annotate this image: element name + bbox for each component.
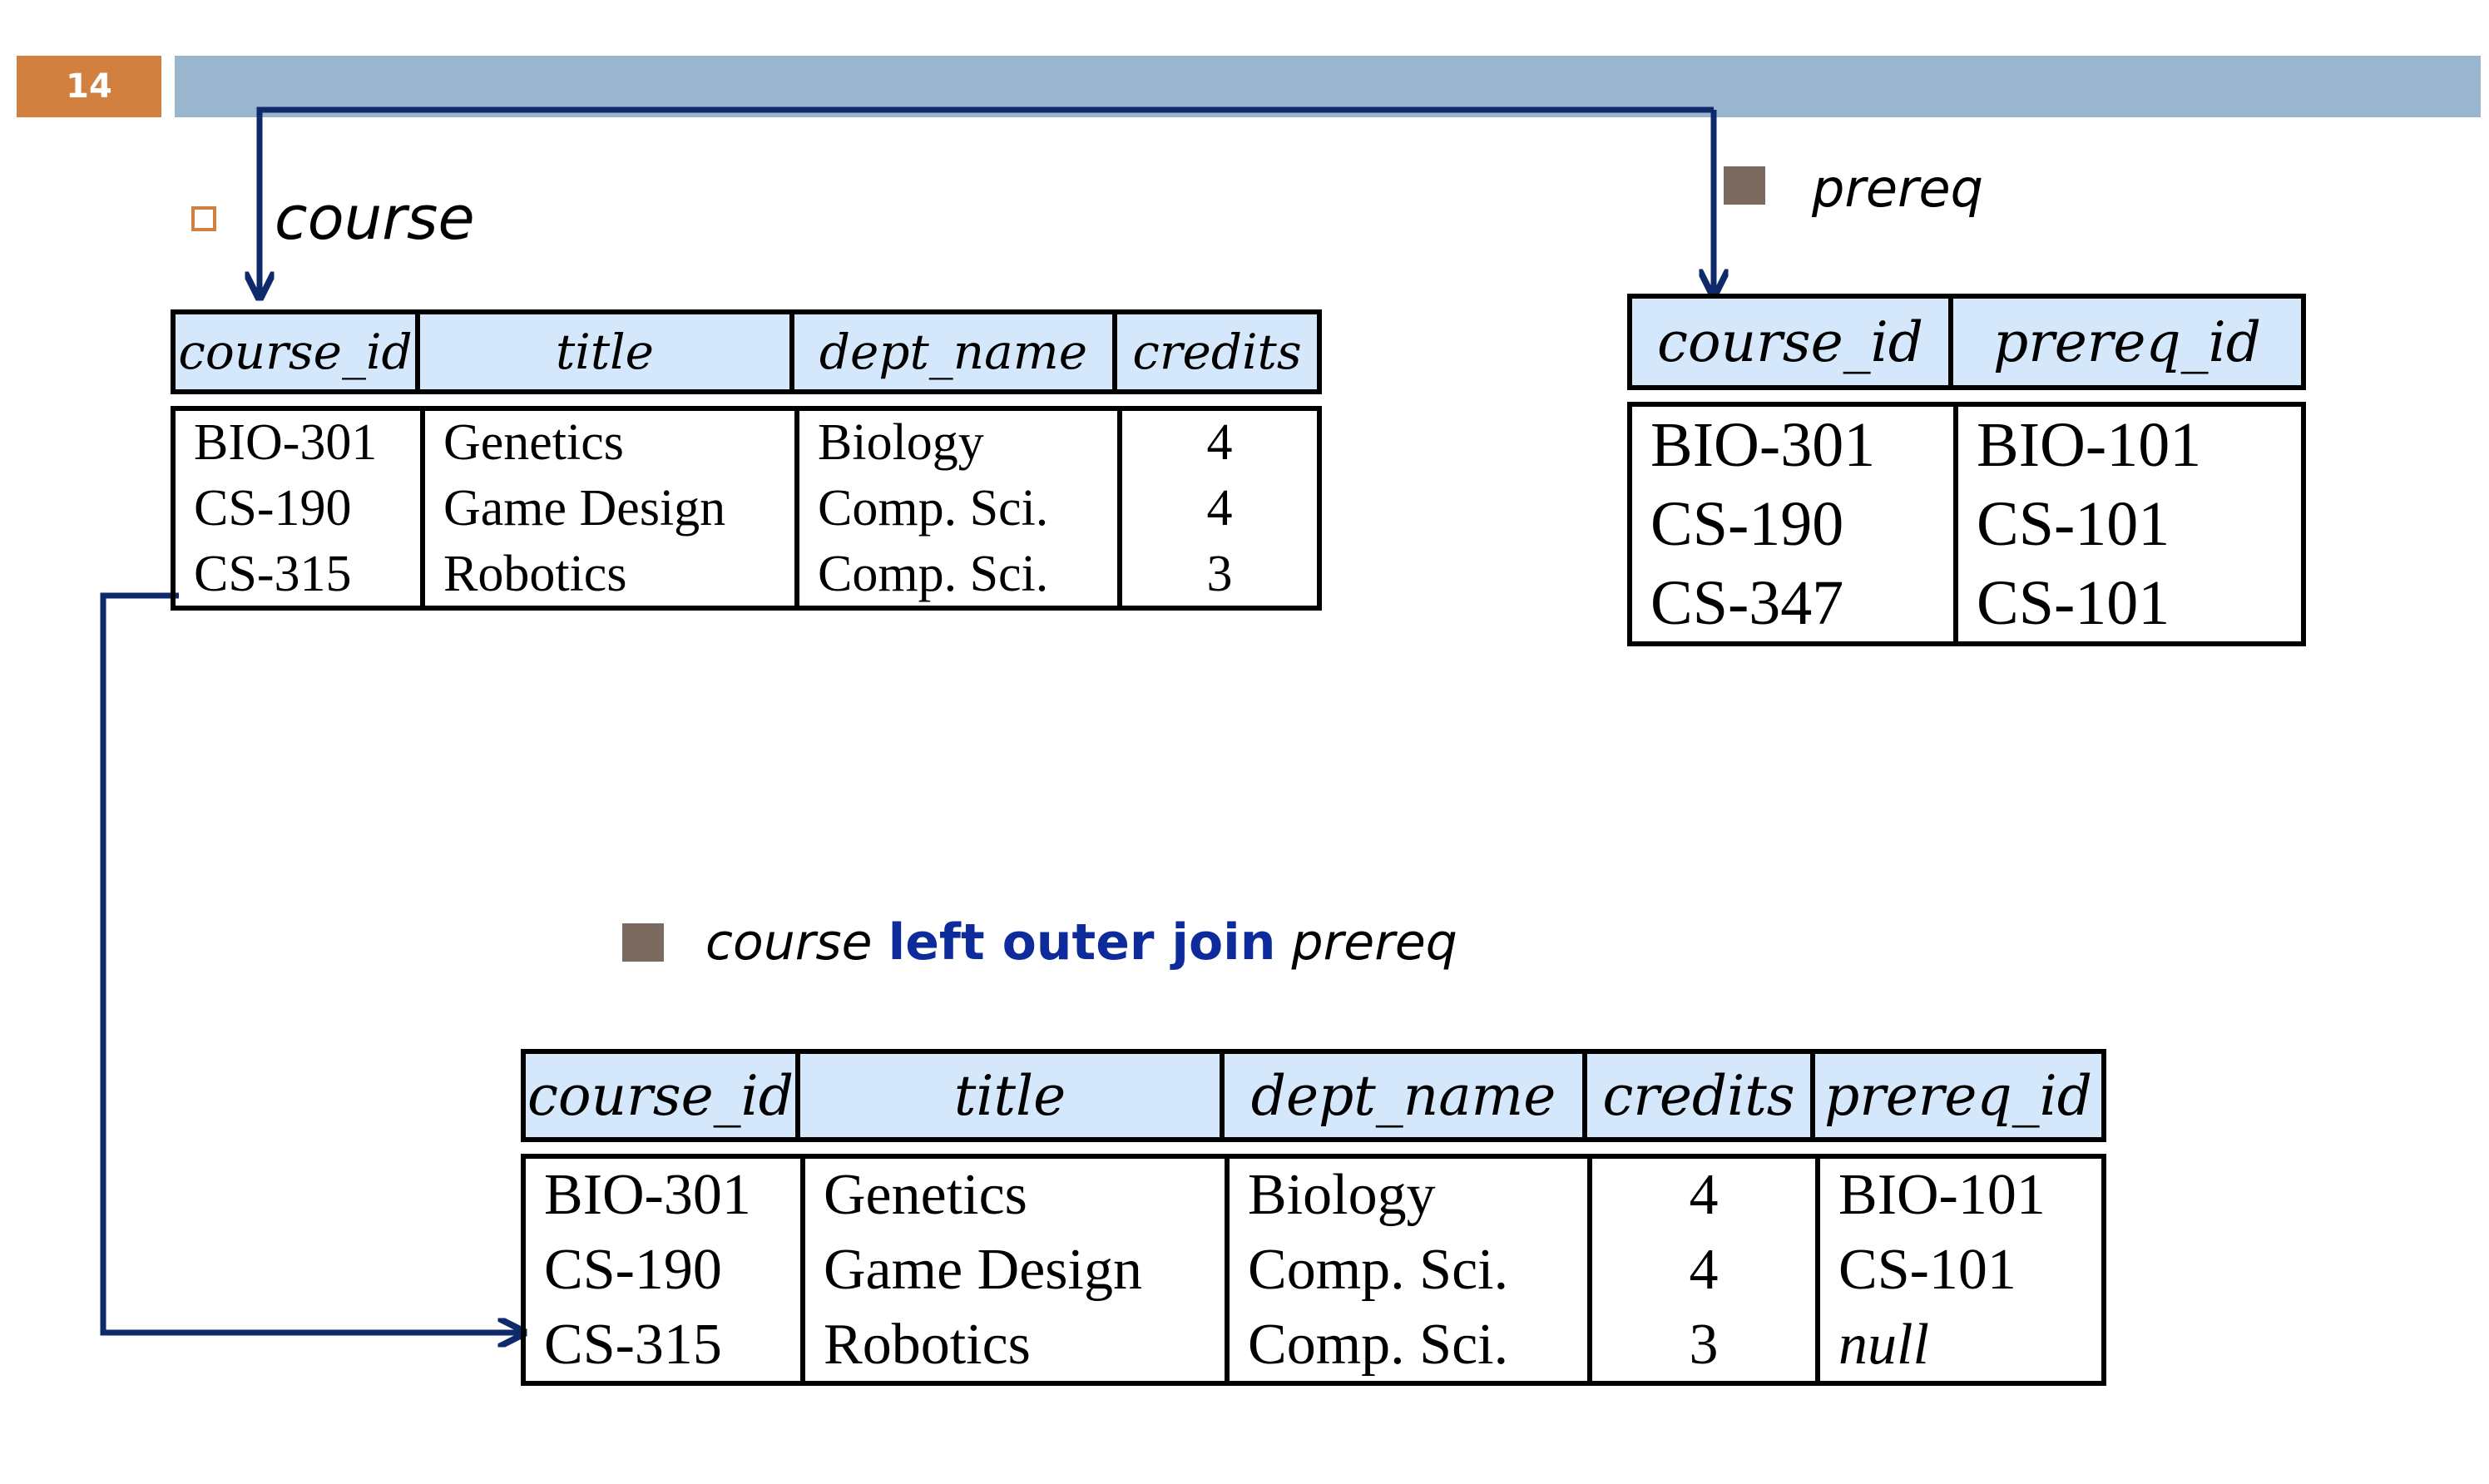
table-cell: Biology — [1225, 1154, 1587, 1231]
hollow-square-bullet-icon — [191, 206, 216, 231]
arrow-course-to-result — [100, 592, 524, 1333]
table-row: CS-347 CS-101 — [1627, 565, 2306, 646]
table-cell: 3 — [1587, 1308, 1815, 1386]
table-cell: CS-101 — [1815, 1231, 2106, 1308]
column-header: title — [800, 1049, 1225, 1142]
table-cell: 3 — [1117, 542, 1322, 611]
table-row: BIO-301 BIO-101 — [1627, 402, 2306, 483]
column-header: dept_name — [1225, 1049, 1587, 1142]
table-cell: Comp. Sci. — [1225, 1308, 1587, 1386]
table-cell: CS-101 — [1953, 483, 2306, 565]
course-table: course_id title dept_name credits BIO-30… — [171, 309, 1322, 611]
column-header: dept_name — [794, 309, 1117, 394]
join-right-operand: prereq — [1291, 913, 1457, 972]
table-header-row: course_id prereq_id — [1627, 294, 2306, 390]
null-cell: null — [1815, 1308, 2106, 1386]
table-cell: CS-190 — [1627, 483, 1953, 565]
table-row: CS-315 Robotics Comp. Sci. 3 null — [521, 1308, 2106, 1386]
table-row: CS-315 Robotics Comp. Sci. 3 — [171, 542, 1322, 611]
table-cell: CS-190 — [171, 474, 420, 542]
column-header: credits — [1117, 309, 1322, 394]
slide-number: 14 — [17, 56, 161, 117]
table-cell: BIO-301 — [171, 406, 420, 474]
solid-square-bullet-icon — [1724, 166, 1765, 205]
table-row: BIO-301 Genetics Biology 4 BIO-101 — [521, 1154, 2106, 1231]
table-cell: Genetics — [420, 406, 794, 474]
table-cell: Game Design — [420, 474, 794, 542]
table-cell: BIO-101 — [1953, 402, 2306, 483]
prereq-label: prereq — [1812, 158, 1983, 219]
join-operator: left outer join — [888, 913, 1276, 972]
table-cell: BIO-301 — [1627, 402, 1953, 483]
table-cell: CS-101 — [1953, 565, 2306, 646]
column-header: course_id — [1627, 294, 1953, 390]
table-cell: Robotics — [420, 542, 794, 611]
table-cell: 4 — [1117, 406, 1322, 474]
table-row: BIO-301 Genetics Biology 4 — [171, 406, 1322, 474]
arrow-header-to-course — [260, 106, 1714, 298]
table-cell: Comp. Sci. — [794, 542, 1117, 611]
table-cell: Game Design — [800, 1231, 1225, 1308]
table-row: CS-190 CS-101 — [1627, 483, 2306, 565]
table-cell: Comp. Sci. — [1225, 1231, 1587, 1308]
table-cell: 4 — [1587, 1231, 1815, 1308]
course-label: course — [275, 183, 475, 253]
result-table: course_id title dept_name credits prereq… — [521, 1049, 2106, 1386]
table-cell: 4 — [1587, 1154, 1815, 1231]
table-cell: Biology — [794, 406, 1117, 474]
table-cell: 4 — [1117, 474, 1322, 542]
table-cell: Robotics — [800, 1308, 1225, 1386]
column-header: prereq_id — [1953, 294, 2306, 390]
table-header-row: course_id title dept_name credits prereq… — [521, 1049, 2106, 1142]
table-row: CS-190 Game Design Comp. Sci. 4 — [171, 474, 1322, 542]
table-cell: CS-347 — [1627, 565, 1953, 646]
table-cell: CS-190 — [521, 1231, 800, 1308]
table-cell: BIO-101 — [1815, 1154, 2106, 1231]
column-header: title — [420, 309, 794, 394]
prereq-table: course_id prereq_id BIO-301 BIO-101 CS-1… — [1627, 294, 2306, 646]
column-header: course_id — [521, 1049, 800, 1142]
column-header: prereq_id — [1815, 1049, 2106, 1142]
join-left-operand: course — [705, 913, 873, 972]
join-label: course left outer join prereq — [705, 913, 1457, 972]
column-header: credits — [1587, 1049, 1815, 1142]
table-cell: Comp. Sci. — [794, 474, 1117, 542]
table-header-row: course_id title dept_name credits — [171, 309, 1322, 394]
solid-square-bullet-icon — [622, 923, 664, 962]
table-row: CS-190 Game Design Comp. Sci. 4 CS-101 — [521, 1231, 2106, 1308]
table-cell: Genetics — [800, 1154, 1225, 1231]
table-cell: BIO-301 — [521, 1154, 800, 1231]
table-cell: CS-315 — [171, 542, 420, 611]
column-header: course_id — [171, 309, 420, 394]
table-cell: CS-315 — [521, 1308, 800, 1386]
